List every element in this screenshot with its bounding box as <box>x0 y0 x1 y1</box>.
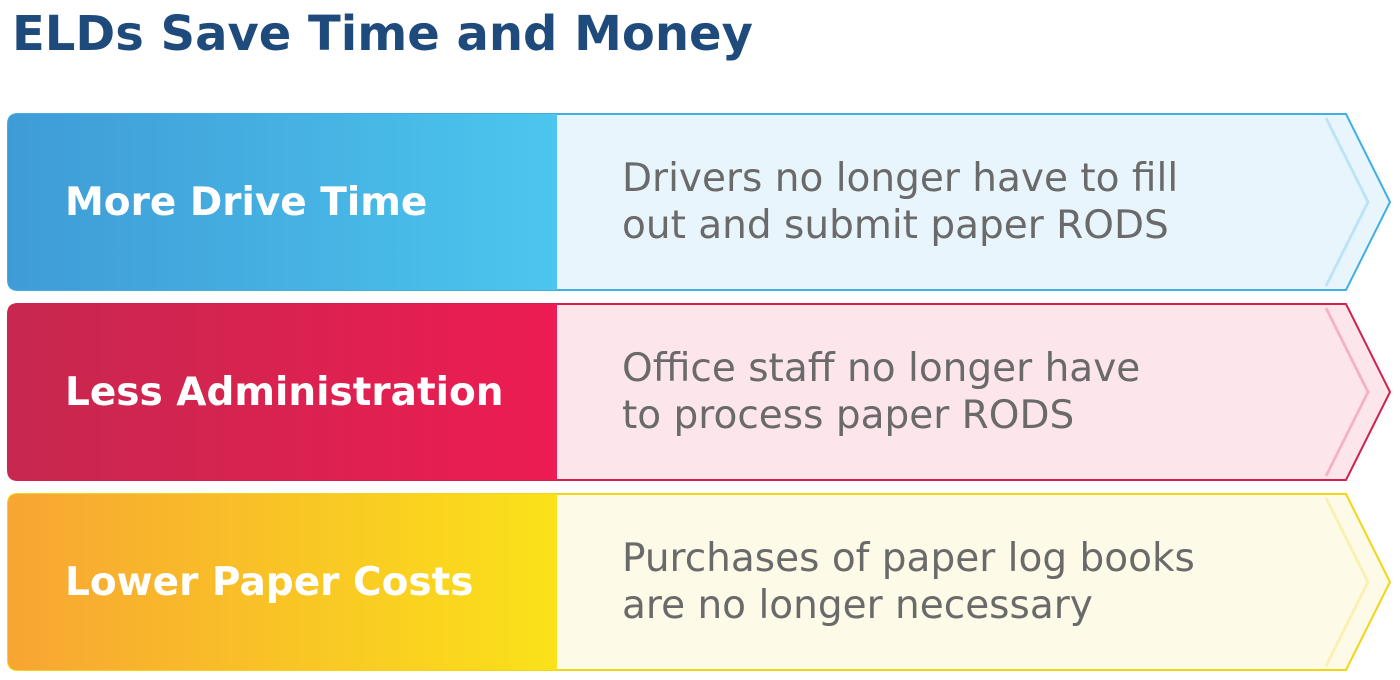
benefit-arrow-shape <box>7 303 1392 481</box>
benefit-row-administration: Less Administration Office staff no long… <box>7 303 1393 481</box>
label-block <box>8 114 557 290</box>
benefit-row-drive-time: More Drive Time Drivers no longer have t… <box>7 113 1393 291</box>
chevron-shadow <box>1324 307 1370 477</box>
label-block <box>8 304 557 480</box>
label-block <box>8 494 557 670</box>
benefit-arrow-shape <box>7 493 1392 671</box>
benefit-description: Drivers no longer have to fill out and s… <box>622 156 1179 248</box>
benefit-label: Less Administration <box>65 369 504 415</box>
slide-title: ELDs Save Time and Money <box>12 6 753 62</box>
benefit-description: Purchases of paper log books are no long… <box>622 536 1195 628</box>
benefit-label: Lower Paper Costs <box>65 559 474 605</box>
benefit-description: Office staff no longer have to process p… <box>622 346 1141 438</box>
benefit-label: More Drive Time <box>65 179 428 225</box>
chevron-shadow <box>1324 117 1370 287</box>
chevron-shadow <box>1324 497 1370 667</box>
benefit-row-paper-costs: Lower Paper Costs Purchases of paper log… <box>7 493 1393 671</box>
benefit-arrow-shape <box>7 113 1392 291</box>
